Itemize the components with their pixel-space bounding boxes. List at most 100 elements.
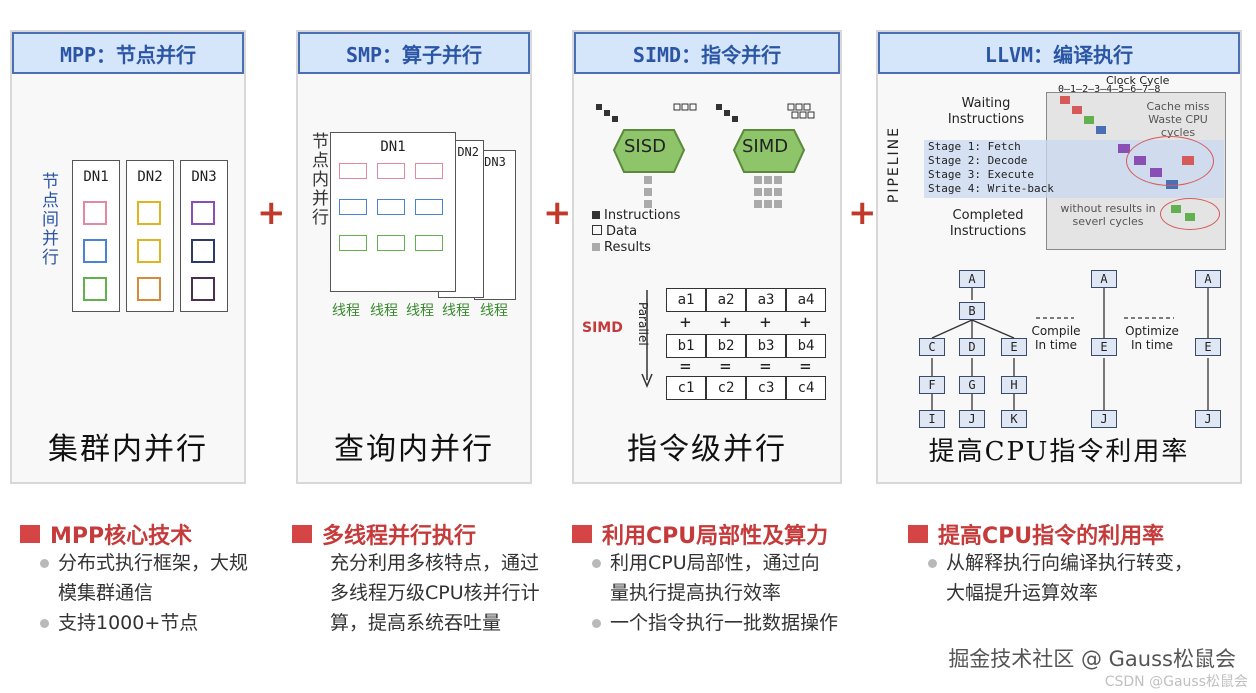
results-swatch — [592, 243, 600, 251]
cell-b1: b1 — [666, 334, 706, 358]
feature-list-simd: 利用CPU局部性，通过向量执行提高执行效率 一个指令执行一批数据操作 — [590, 548, 838, 638]
intra-node-parallel-label: 节点内并行 — [308, 132, 328, 227]
dn1-stack: DN1 — [330, 132, 456, 292]
completed-cell-green — [1171, 205, 1181, 213]
node-c: C — [919, 338, 945, 356]
waiting-cell-blue — [1096, 126, 1106, 134]
feature-title-llvm: 提高CPU指令的利用率 — [908, 518, 1164, 550]
node-e-optimized: E — [1195, 338, 1221, 356]
smp-caption: 查询内并行 — [334, 432, 494, 467]
instructions-swatch — [592, 211, 600, 219]
legend-results-label: Results — [604, 240, 651, 255]
dn2-stack-label: DN2 — [457, 145, 479, 159]
feature-list-llvm: 从解释执行向编译执行转变，大幅提升运算效率 — [926, 548, 1196, 608]
feature-title-mpp: MPP核心技术 — [20, 518, 192, 550]
flow-connectors — [931, 288, 1209, 410]
dn2-label: DN2 — [137, 169, 163, 185]
node-j-compiled: J — [1091, 410, 1117, 428]
legend-instructions: Instructions — [592, 208, 680, 224]
node-g: G — [959, 376, 985, 394]
cache-miss-label: Cache miss Waste CPU cycles — [1146, 100, 1210, 139]
simd-side-label: SIMD — [582, 320, 623, 336]
llvm-header: LLVM：编译执行 — [878, 32, 1240, 74]
dn3-stack-label: DN3 — [484, 155, 506, 169]
red-square-icon — [20, 525, 40, 543]
stage-3: Stage 3: Execute — [928, 168, 1034, 181]
plus-sign-3: + — [848, 193, 877, 233]
plus-op: + — [760, 312, 771, 333]
feature-title-llvm-text: 提高CPU指令的利用率 — [938, 524, 1165, 549]
green-cell — [415, 235, 443, 251]
cell-c2: c2 — [706, 376, 746, 400]
cell-b3: b3 — [746, 334, 786, 358]
feature-item: 分布式执行框架，大规模集群通信 — [38, 548, 258, 608]
yellow-square — [137, 239, 161, 263]
pink-cell — [339, 163, 367, 179]
waiting-cell-red — [1072, 106, 1082, 114]
node-i: I — [919, 410, 945, 428]
waiting-cell-red — [1060, 96, 1070, 104]
feature-title-smp-text: 多线程并行执行 — [322, 524, 477, 549]
waiting-cell-green — [1084, 116, 1094, 124]
stage-4: Stage 4: Write-back — [928, 182, 1054, 195]
cell-a1: a1 — [666, 288, 706, 312]
optimize-label: Optimize In time — [1125, 324, 1179, 352]
feature-item: 一个指令执行一批数据操作 — [590, 608, 838, 638]
legend-data-label: Data — [606, 224, 638, 239]
waiting-instructions-label: Waiting Instructions — [947, 96, 1025, 127]
compile-label: Compile In time — [1031, 324, 1081, 352]
legend: Instructions Data Results — [592, 208, 680, 256]
clock-cycle-label: Clock Cycle — [1106, 74, 1170, 87]
legend-results: Results — [592, 240, 680, 256]
mpp-caption: 集群内并行 — [48, 432, 208, 467]
stage-1: Stage 1: Fetch — [928, 140, 1021, 153]
cell-c1: c1 — [666, 376, 706, 400]
legend-instructions-label: Instructions — [604, 208, 681, 223]
dn1-box: DN1 — [72, 160, 120, 312]
feature-title-simd: 利用CPU局部性及算力 — [572, 518, 828, 550]
dn3-box: DN3 — [180, 160, 228, 312]
llvm-caption: 提高CPU指令利用率 — [928, 437, 1190, 467]
dark-square — [191, 277, 215, 301]
equals-op: = — [800, 356, 811, 377]
node-d: D — [959, 338, 985, 356]
feature-item: 支持1000+节点 — [38, 608, 258, 638]
pink-cell — [377, 163, 405, 179]
equals-op: = — [720, 356, 731, 377]
stage-cell-purple — [1118, 144, 1130, 153]
node-j: J — [959, 410, 985, 428]
blue-cell — [377, 199, 405, 215]
sisd-diagram — [596, 103, 697, 208]
feature-text-smp: 充分利用多核特点，通过多线程万级CPU核并行计算，提高系统吞吐量 — [330, 552, 540, 634]
blue-cell — [339, 199, 367, 215]
feature-title-smp: 多线程并行执行 — [292, 518, 476, 550]
green-cell — [339, 235, 367, 251]
completed-instructions-label: Completed Instructions — [949, 208, 1027, 239]
smp-header: SMP：算子并行 — [298, 32, 530, 74]
llvm-panel: LLVM：编译执行 Clock Cycle 0—1—2—3—4—5—6—7—8 … — [876, 30, 1242, 484]
cell-c4: c4 — [786, 376, 826, 400]
feature-item: 利用CPU局部性，通过向量执行提高执行效率 — [590, 548, 838, 608]
cell-c3: c3 — [746, 376, 786, 400]
simd-diagram — [716, 103, 815, 208]
node-a: A — [959, 270, 985, 288]
smp-panel: SMP：算子并行 节点内并行 DN3 DN2 DN1 线程 线程 线程 线程 线… — [296, 30, 532, 484]
plus-op: + — [720, 312, 731, 333]
cell-a4: a4 — [786, 288, 826, 312]
node-b: B — [959, 302, 985, 320]
feature-title-simd-text: 利用CPU局部性及算力 — [602, 524, 829, 549]
dn2-box: DN2 — [126, 160, 174, 312]
legend-data: Data — [592, 224, 680, 240]
thread-label: 线程 — [370, 303, 398, 319]
thread-label: 线程 — [406, 303, 434, 319]
blue-cell — [415, 199, 443, 215]
parallel-arrow — [641, 290, 653, 388]
node-f: F — [919, 376, 945, 394]
cell-b2: b2 — [706, 334, 746, 358]
completed-circle — [1160, 198, 1220, 230]
cell-a3: a3 — [746, 288, 786, 312]
simd-panel: SIMD：指令并行 SISD SIMD Instructions Data Re… — [572, 30, 842, 484]
plus-op: + — [680, 312, 691, 333]
pink-cell — [415, 163, 443, 179]
red-square-icon — [572, 525, 592, 543]
